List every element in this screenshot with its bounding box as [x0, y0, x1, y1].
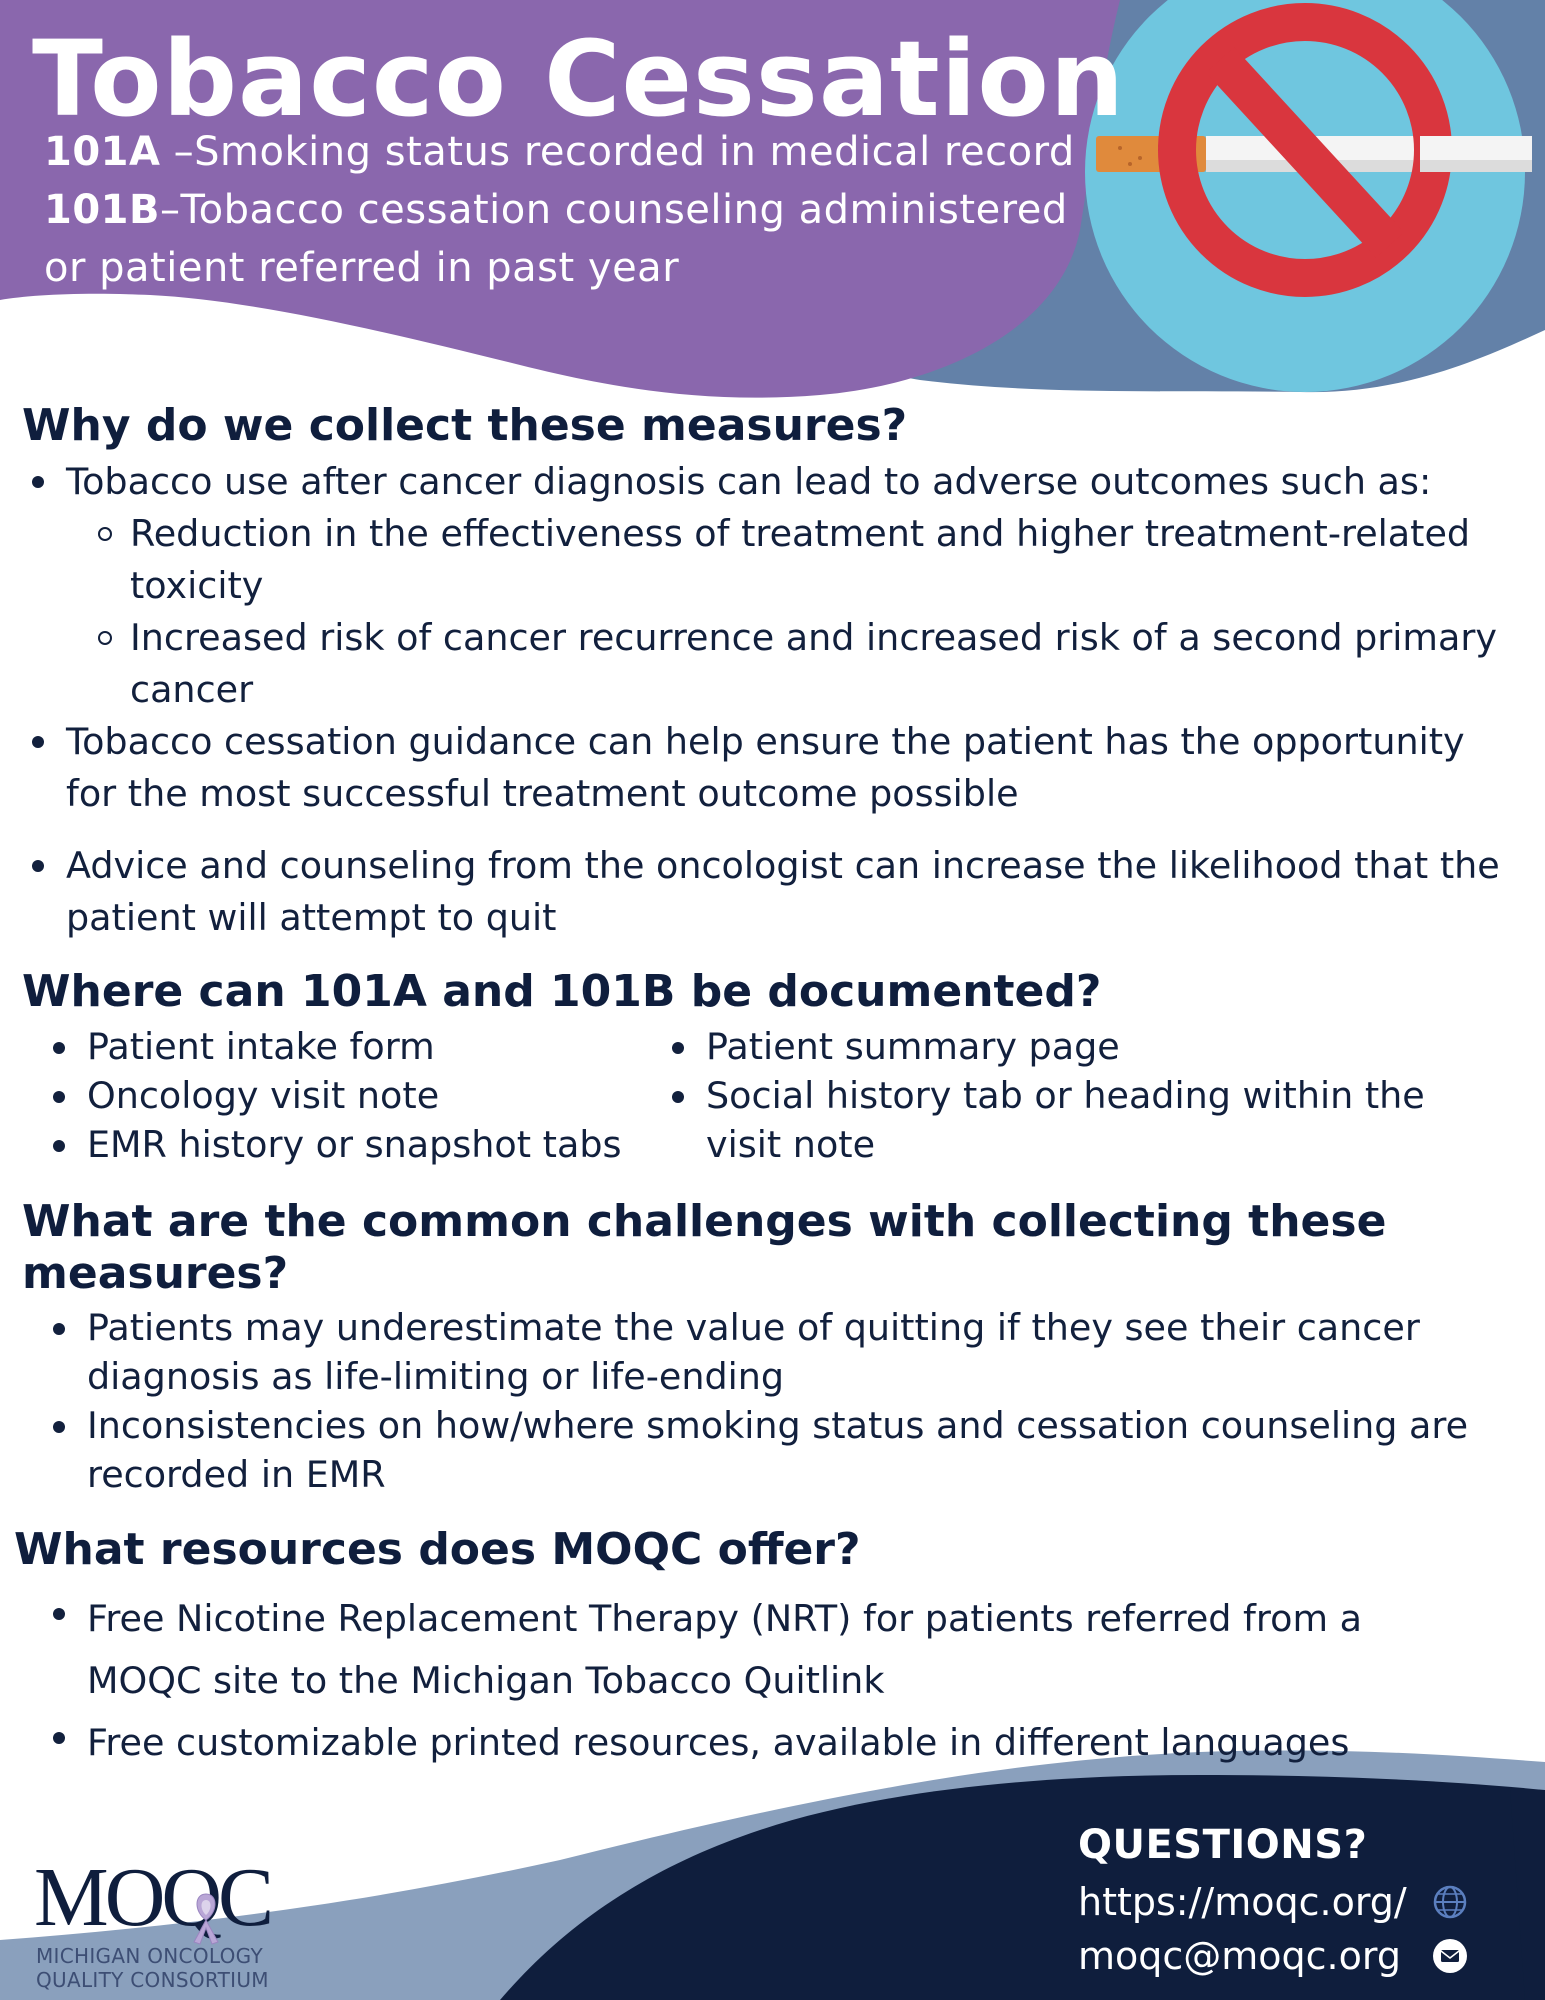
header-purple [0, 0, 1120, 398]
challenges-list: Patients may underestimate the value of … [53, 1303, 1527, 1499]
measure-code: 101B [44, 187, 160, 233]
list-item: Oncology visit note [53, 1071, 647, 1120]
list-item: Social history tab or heading within the… [672, 1071, 1486, 1169]
list-item: Patient summary page [672, 1022, 1486, 1071]
list-item: EMR history or snapshot tabs [53, 1120, 647, 1169]
why-sublist: Reduction in the effectiveness of treatm… [98, 508, 1526, 716]
measure-101b: 101B–Tobacco cessation counseling admini… [44, 181, 1068, 239]
where-list-left: Patient intake form Oncology visit note … [53, 1022, 647, 1169]
footer-navy-right-edge [1510, 1790, 1545, 2000]
moqc-logo: MOQC [34, 1856, 274, 1940]
measure-101b-cont: or patient referred in past year [44, 239, 679, 297]
list-item: Patient intake form [53, 1022, 647, 1071]
measure-101a: 101A –Smoking status recorded in medical… [44, 123, 1075, 181]
list-item: Tobacco use after cancer diagnosis can l… [32, 456, 1526, 508]
awareness-ribbon-icon [193, 1893, 219, 1945]
footer-navy [500, 1775, 1545, 2000]
where-heading: Where can 101A and 101B be documented? [22, 966, 1102, 1017]
challenges-heading: What are the common challenges with coll… [22, 1196, 1387, 1299]
list-item: Reduction in the effectiveness of treatm… [98, 508, 1526, 612]
prohibition-slash [1206, 47, 1404, 258]
website-link[interactable]: https://moqc.org/ [1078, 1880, 1407, 1924]
logo-line-2: QUALITY CONSORTIUM [36, 1968, 269, 1992]
resources-heading: What resources does MOQC offer? [14, 1524, 861, 1575]
why-list: Tobacco use after cancer diagnosis can l… [32, 456, 1526, 944]
measure-text: –Tobacco cessation counseling administer… [159, 187, 1068, 233]
no-smoking-icon [1096, 3, 1532, 297]
measure-code: 101A [44, 129, 161, 175]
page-title: Tobacco Cessation [32, 18, 1125, 140]
why-sublist-wrap: Reduction in the effectiveness of treatm… [66, 508, 1526, 716]
list-item: Tobacco cessation guidance can help ensu… [32, 716, 1526, 820]
list-item: Increased risk of cancer recurrence and … [98, 612, 1526, 716]
list-item: Advice and counseling from the oncologis… [32, 840, 1526, 944]
list-item: Patients may underestimate the value of … [53, 1303, 1527, 1401]
measure-text: –Smoking status recorded in medical reco… [160, 129, 1075, 175]
list-item: Free customizable printed resources, ava… [53, 1712, 1457, 1774]
where-list-right: Patient summary page Social history tab … [672, 1022, 1486, 1169]
questions-label: QUESTIONS? [1078, 1822, 1368, 1868]
list-item: Free Nicotine Replacement Therapy (NRT) … [53, 1588, 1457, 1712]
globe-icon[interactable] [1432, 1884, 1468, 1920]
envelope-icon[interactable] [1432, 1938, 1468, 1974]
measure-text: or patient referred in past year [44, 245, 680, 291]
email-link[interactable]: moqc@moqc.org [1078, 1934, 1401, 1978]
list-item: Inconsistencies on how/where smoking sta… [53, 1401, 1527, 1499]
why-heading: Why do we collect these measures? [22, 400, 908, 451]
logo-wordmark: MOQC [34, 1851, 274, 1944]
resources-list: Free Nicotine Replacement Therapy (NRT) … [53, 1588, 1457, 1774]
logo-line-1: MICHIGAN ONCOLOGY [36, 1944, 263, 1968]
